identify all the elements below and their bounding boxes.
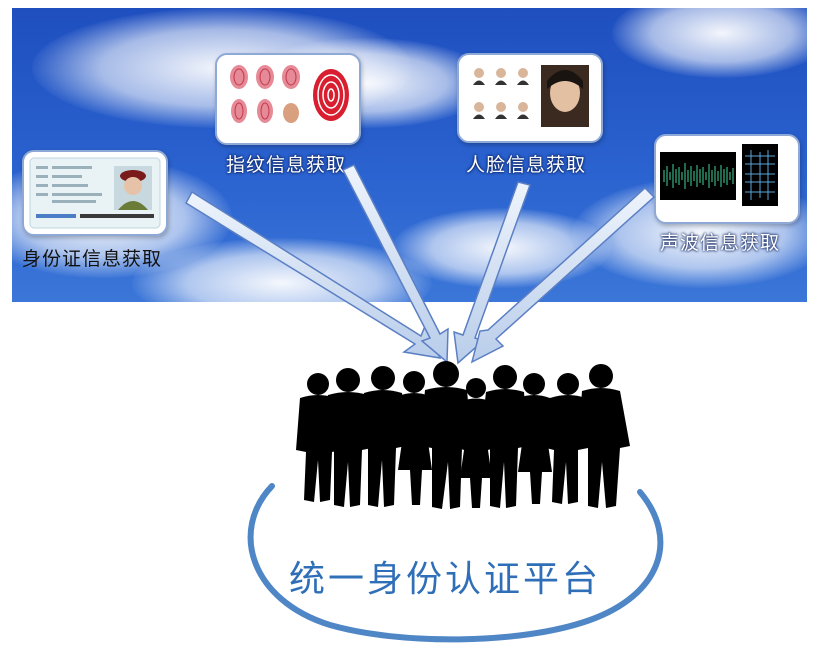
arrow-voice [470, 186, 656, 364]
face-label: 人脸信息获取 [466, 154, 587, 176]
voice-card [654, 134, 800, 224]
voice-label: 声波信息获取 [660, 232, 781, 254]
id-card-card [22, 150, 168, 236]
platform-ring [247, 483, 664, 643]
arrow-fingerprint [341, 164, 449, 364]
face-card [457, 53, 603, 143]
fingerprint-label: 指纹信息获取 [226, 154, 347, 176]
fingerprint-card [215, 53, 361, 145]
platform-title: 统一身份认证平台 [288, 559, 601, 600]
arrow-face [453, 181, 531, 365]
people-silhouettes [296, 361, 630, 509]
sound-wave-icon [660, 144, 778, 206]
fingerprint-icon [230, 65, 349, 123]
face-photos-icon [473, 65, 589, 127]
id-card-icon [29, 157, 161, 229]
id-card-label: 身份证信息获取 [22, 248, 163, 270]
